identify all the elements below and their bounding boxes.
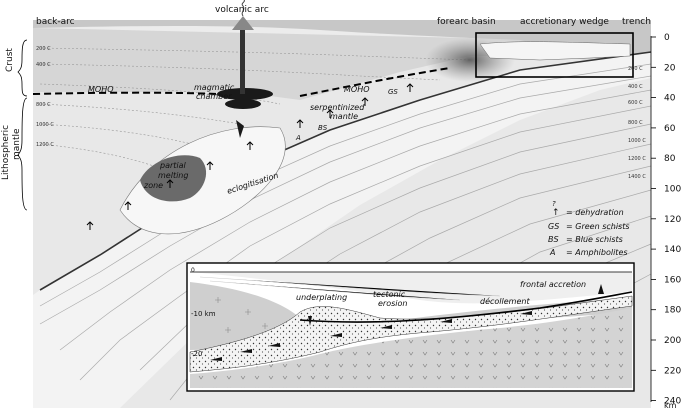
depth-tick-label: 180 xyxy=(664,306,681,316)
depth-tick-label: 100 xyxy=(664,185,681,195)
svg-text:1400 C: 1400 C xyxy=(628,174,646,180)
decollement-label: décollement xyxy=(480,296,530,306)
svg-text:1200 C: 1200 C xyxy=(36,142,54,148)
crust-layer xyxy=(33,20,651,60)
svg-text:1000 C: 1000 C xyxy=(628,138,646,144)
svg-text:400 C: 400 C xyxy=(628,84,643,90)
depth-tick-label: 240 xyxy=(664,397,681,407)
depth-tick-label: 20 xyxy=(664,63,676,73)
lithospheric-label-line1: Lithospheric xyxy=(1,125,11,180)
depth-axis: 0 20 40 60 80 100 120 140 160 180 200 220 240 xyxy=(650,33,681,407)
tectonic-label-2: erosion xyxy=(378,299,407,308)
svg-text:200 C: 200 C xyxy=(36,46,51,52)
magmatic-chamber-label-1: magmatic xyxy=(194,83,235,92)
moho-label-left: MOHO xyxy=(88,85,114,94)
legend-text-dehydration: = dehydration xyxy=(566,208,624,217)
magmatic-chamber xyxy=(217,30,273,138)
isotherm-labels: 200 C 400 C 800 C 1000 C 1200 C 200 C 40… xyxy=(36,46,646,180)
trench-label: trench xyxy=(622,17,651,27)
volcano-cone xyxy=(232,16,254,30)
crust-brace xyxy=(17,39,28,97)
inset-depth-10: -10 km xyxy=(191,310,216,318)
depth-tick-label: 60 xyxy=(664,124,676,134)
inset-surface-label: 0 xyxy=(191,267,195,274)
crust-label: Crust xyxy=(5,48,15,72)
partial-label-3: zone xyxy=(143,181,163,190)
a-tag: A xyxy=(295,134,301,142)
frontal-accretion-label: frontal accretion xyxy=(520,280,586,289)
svg-text:800 C: 800 C xyxy=(36,102,51,108)
accretionary-wedge-fill xyxy=(479,41,631,61)
depth-tick-label: 220 xyxy=(664,366,681,376)
accretionary-wedge-label: accretionary wedge xyxy=(520,17,609,27)
depth-tick-label: 40 xyxy=(664,94,676,104)
svg-text:400 C: 400 C xyxy=(36,62,51,68)
depth-axis-unit: km xyxy=(664,401,677,410)
partial-melting-zone xyxy=(140,155,207,202)
tectonic-label-1: tectonic xyxy=(373,290,406,299)
legend-text-gs: = Green schists xyxy=(566,222,630,231)
inset-panel xyxy=(186,262,635,392)
svg-text:200 C: 200 C xyxy=(628,66,643,72)
bs-tag: BS xyxy=(318,124,328,132)
legend: ? ↑ = dehydration GS = Green schists BS … xyxy=(548,200,630,257)
volcano-plume xyxy=(241,0,245,17)
legend-text-bs: = Blue schists xyxy=(566,235,623,244)
depth-tick-label: 200 xyxy=(664,336,681,346)
svg-text:800 C: 800 C xyxy=(628,120,643,126)
depth-tick-label: 80 xyxy=(664,154,676,164)
magmatic-chamber-label-2: chamber xyxy=(196,92,232,101)
legend-symbol-dehydration: ↑ xyxy=(552,208,560,218)
partial-label-1: partial xyxy=(159,161,187,170)
volcanic-arc-label: volcanic arc xyxy=(215,5,269,15)
dehydration-arrows xyxy=(86,83,414,230)
mantle-brace xyxy=(17,97,28,211)
upper-isotherms xyxy=(39,47,471,173)
serpentinized-label-2: mantle xyxy=(330,112,358,121)
legend-symbol-a: A xyxy=(549,248,555,257)
depth-tick-label: 0 xyxy=(664,33,670,43)
lithospheric-label-line2: mantle xyxy=(12,128,22,160)
svg-text:?: ? xyxy=(552,200,556,208)
depth-tick-label: 140 xyxy=(664,245,681,255)
gs-tag: GS xyxy=(388,88,398,96)
svg-text:600 C: 600 C xyxy=(628,100,643,106)
depth-tick-label: 160 xyxy=(664,275,681,285)
depth-tick-label: 120 xyxy=(664,215,681,225)
legend-symbol-bs: BS xyxy=(548,235,559,244)
inset-depth-20: -20 xyxy=(191,350,202,358)
moho-label-right: MOHO xyxy=(344,85,370,94)
legend-text-a: = Amphibolites xyxy=(566,248,628,257)
legend-symbol-gs: GS xyxy=(548,222,559,231)
svg-text:1200 C: 1200 C xyxy=(628,156,646,162)
underplating-label: underplating xyxy=(296,293,347,302)
svg-text:1000 C: 1000 C xyxy=(36,122,54,128)
serpentinized-label-1: serpentinized xyxy=(310,103,365,112)
forearc-basin-label: forearc basin xyxy=(437,17,496,27)
accretionary-wedge-box xyxy=(475,32,634,78)
back-arc-label: back-arc xyxy=(36,17,75,27)
partial-label-2: melting xyxy=(158,171,188,180)
slab-top-boundary xyxy=(39,51,652,291)
